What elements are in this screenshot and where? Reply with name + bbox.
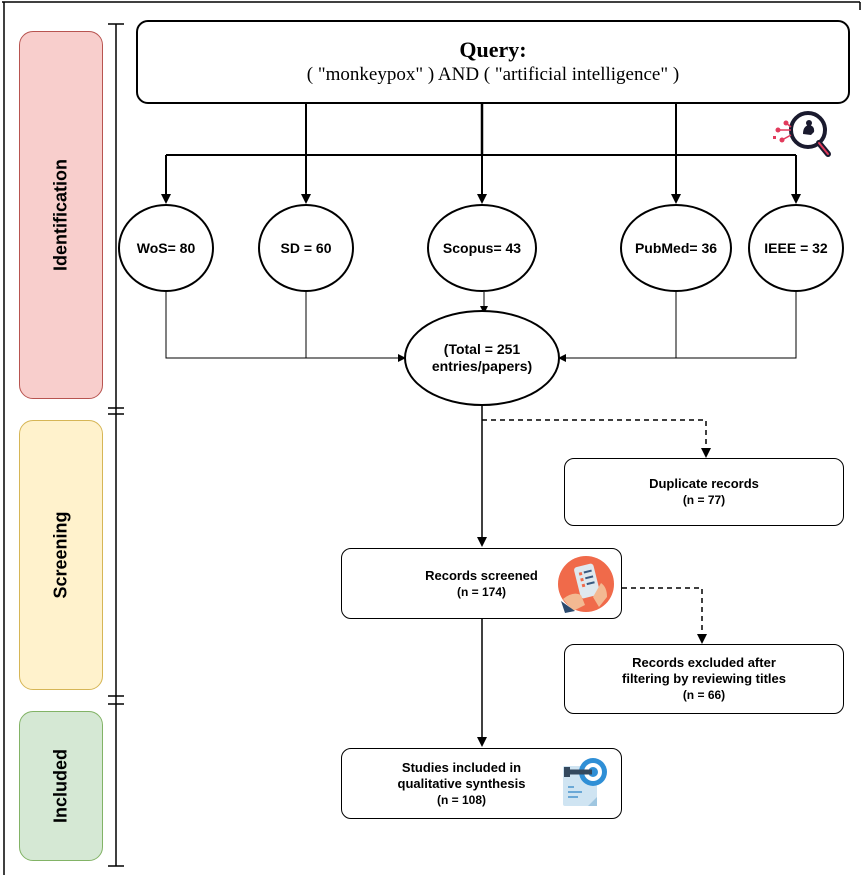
duplicates-line2: (n = 77)	[682, 493, 726, 507]
source-pubmed: PubMed= 36	[620, 204, 732, 292]
total-line1: (Total = 251	[443, 341, 521, 357]
excluded-line3: (n = 66)	[682, 688, 726, 702]
query-title: Query:	[459, 37, 527, 62]
excluded-line1: Records excluded after	[632, 655, 776, 670]
search-ai-icon	[773, 111, 831, 157]
query-text: ( "monkeypox" ) AND ( "artificial intell…	[306, 64, 680, 85]
screened-line2: (n = 174)	[456, 584, 507, 599]
checklist-phone-icon	[558, 556, 614, 613]
stage-identification-label: Identification	[50, 159, 71, 271]
total-line2: entries/papers)	[431, 358, 533, 374]
query-box: Query: ( "monkeypox" ) AND ( "artificial…	[136, 20, 850, 104]
excluded-line2: filtering by reviewing titles	[622, 671, 786, 686]
source-scopus: Scopus= 43	[427, 204, 537, 292]
included-line3: (n = 108)	[436, 792, 487, 807]
document-target-icon	[563, 758, 607, 806]
included-line2: qualitative synthesis	[397, 775, 526, 791]
stage-included-label: Included	[50, 748, 71, 824]
duplicates-line1: Duplicate records	[649, 476, 759, 491]
source-ieee: IEEE = 32	[748, 204, 844, 292]
included-line1: Studies included in	[401, 759, 522, 775]
duplicates-box: Duplicate records (n = 77)	[564, 458, 844, 526]
stage-identification: Identification	[19, 31, 103, 399]
source-scopus-label: Scopus= 43	[442, 239, 522, 256]
source-wos: WoS= 80	[118, 204, 214, 292]
stage-screening: Screening	[19, 420, 103, 690]
source-ieee-label: IEEE = 32	[764, 239, 828, 256]
stage-included: Included	[19, 711, 103, 861]
source-wos-label: WoS= 80	[136, 239, 196, 256]
screened-line1: Records screened	[425, 567, 538, 583]
excluded-box: Records excluded after filtering by revi…	[564, 644, 844, 714]
source-sd-label: SD = 60	[280, 239, 332, 256]
stage-screening-label: Screening	[50, 511, 71, 599]
source-pubmed-label: PubMed= 36	[634, 239, 718, 256]
source-sd: SD = 60	[258, 204, 354, 292]
total-oval: (Total = 251 entries/papers)	[404, 310, 560, 406]
